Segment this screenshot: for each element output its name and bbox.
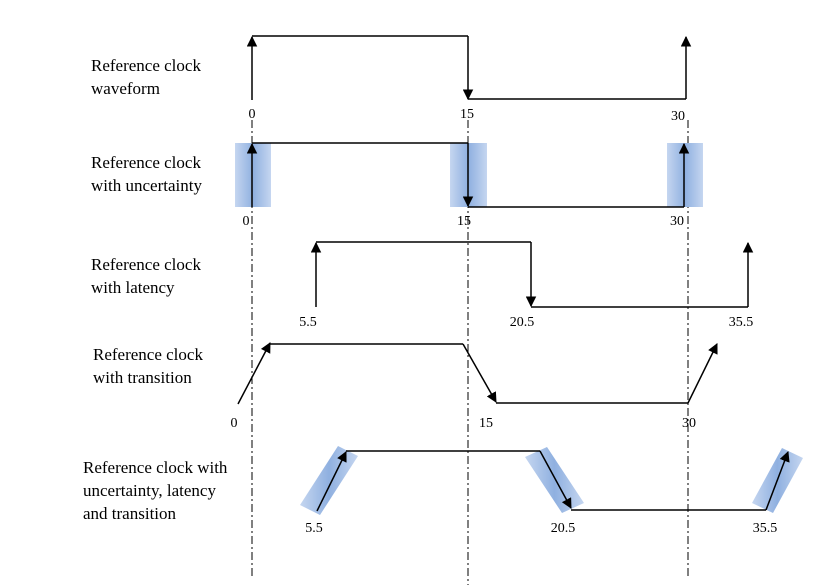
uncertainty-band-t0 bbox=[235, 143, 271, 207]
tick-label: 0 bbox=[249, 107, 256, 122]
combined-uncertainty-bands bbox=[300, 446, 803, 515]
waveform-combined bbox=[316, 450, 790, 512]
tick-label: 5.5 bbox=[305, 521, 323, 536]
uncertainty-band-t30 bbox=[667, 143, 703, 207]
tick-label: 30 bbox=[670, 214, 684, 229]
tick-label: 30 bbox=[671, 109, 685, 124]
tick-label: 15 bbox=[479, 416, 493, 431]
tick-label: 20.5 bbox=[551, 521, 576, 536]
tick-label: 35.5 bbox=[753, 521, 778, 536]
row-label-combined: Reference clock with uncertainty, latenc… bbox=[83, 458, 228, 523]
tick-label: 5.5 bbox=[299, 315, 317, 330]
tick-label: 15 bbox=[460, 107, 474, 122]
row-label-uncertainty: Reference clock with uncertainty bbox=[91, 153, 202, 195]
waveform-transition bbox=[237, 342, 718, 405]
row-label-transition: Reference clock with transition bbox=[93, 345, 203, 387]
uncertainty-bands bbox=[235, 143, 703, 207]
tick-label: 0 bbox=[231, 416, 238, 431]
waveform-latency bbox=[310, 241, 754, 308]
waveform-ideal bbox=[246, 35, 692, 101]
tick-label: 15 bbox=[457, 214, 471, 229]
combined-band-fall bbox=[525, 447, 584, 513]
tick-label: 20.5 bbox=[510, 315, 535, 330]
row-label-waveform: Reference clock waveform bbox=[91, 56, 201, 98]
combined-band-rise-1 bbox=[300, 446, 358, 515]
waveform-uncertainty bbox=[246, 142, 690, 208]
row-label-latency: Reference clock with latency bbox=[91, 255, 201, 297]
tick-label: 30 bbox=[682, 416, 696, 431]
tick-label: 35.5 bbox=[729, 315, 754, 330]
tick-label: 0 bbox=[243, 214, 250, 229]
